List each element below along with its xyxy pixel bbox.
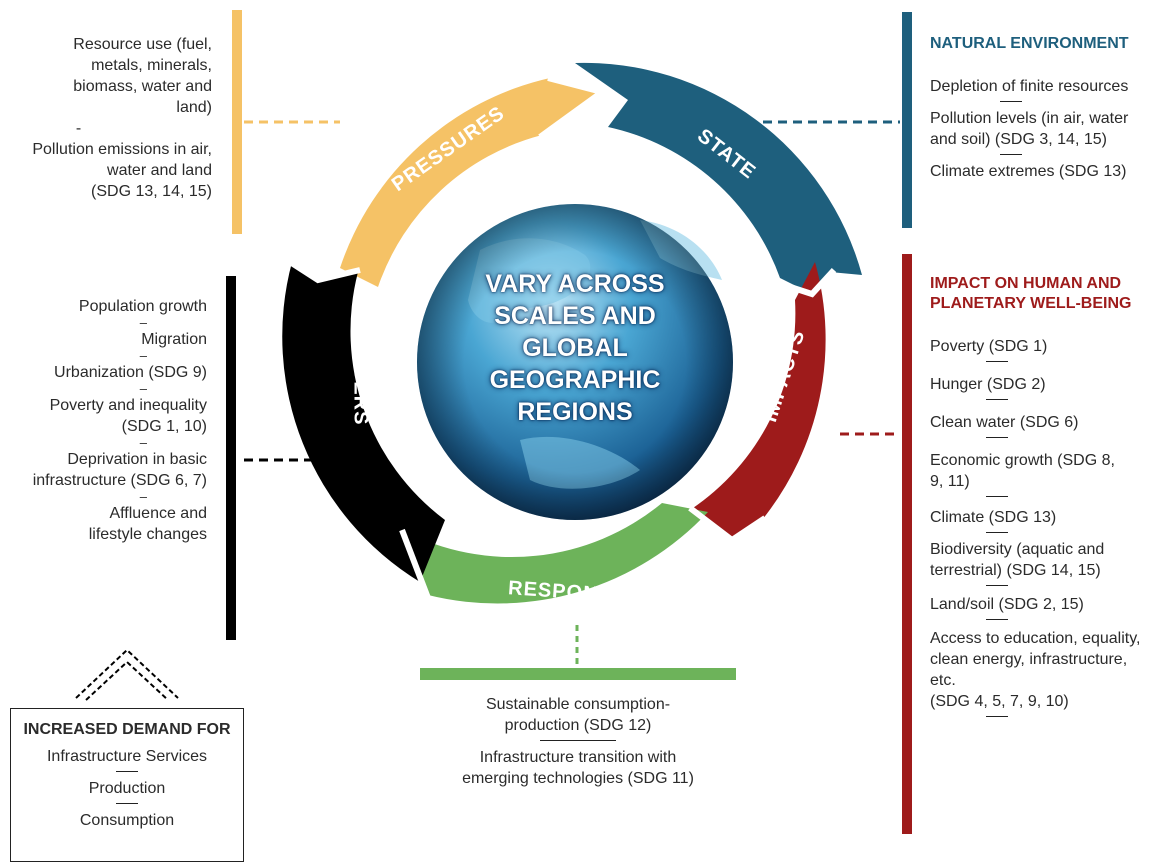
chevron-up-icon <box>75 648 179 701</box>
response-list: Sustainable consumption- production (SDG… <box>420 694 736 789</box>
impact-item: Hunger (SDG 2) <box>930 376 1046 393</box>
demand-title: INCREASED DEMAND FOR <box>23 721 231 738</box>
impact-item: Economic growth (SDG 8, <box>930 452 1115 469</box>
impact-item: Climate (SDG 13) <box>930 509 1057 526</box>
state-arrow <box>575 62 862 295</box>
separator: – <box>139 489 147 504</box>
pressures-item: Resource use (fuel, <box>73 36 212 53</box>
drivers-item: Migration <box>141 331 207 348</box>
drivers-list: Population growth – Migration – Urbaniza… <box>0 296 207 545</box>
impacts-arrow <box>690 262 826 540</box>
state-bar <box>902 12 912 228</box>
separator <box>540 740 616 741</box>
demand-item: Infrastructure Services <box>46 748 208 765</box>
separator <box>986 716 1008 717</box>
impact-item: Land/soil (SDG 2, 15) <box>930 596 1084 613</box>
separator <box>116 771 138 772</box>
demand-item: Consumption <box>79 812 175 829</box>
drivers-item: Population growth <box>78 298 207 315</box>
drivers-label: DRIVERS <box>349 329 372 426</box>
increased-demand-box: INCREASED DEMAND FOR Infrastructure Serv… <box>10 708 244 862</box>
separator <box>1000 154 1022 155</box>
pressures-arrow <box>340 78 600 287</box>
separator <box>116 803 138 804</box>
pressures-item: biomass, water and <box>73 78 212 95</box>
separator <box>986 585 1008 586</box>
drivers-item: (SDG 1, 10) <box>121 418 207 435</box>
impact-item: (SDG 4, 5, 7, 9, 10) <box>930 693 1069 710</box>
pressures-bar <box>232 10 242 234</box>
separator <box>986 399 1008 400</box>
pressures-item: water and land <box>107 162 212 179</box>
separator <box>986 437 1008 438</box>
impact-panel: IMPACT ON HUMAN AND PLANETARY WELL-BEING… <box>930 274 1166 723</box>
separator <box>986 496 1008 497</box>
drivers-item: infrastructure (SDG 6, 7) <box>32 472 207 489</box>
impact-item: terrestrial) (SDG 14, 15) <box>930 562 1101 579</box>
impact-item: Biodiversity (aquatic and <box>930 541 1105 558</box>
drivers-bar <box>226 276 236 640</box>
separator <box>986 361 1008 362</box>
pressures-list: Resource use (fuel, metals, minerals, bi… <box>0 34 212 202</box>
globe-label: VARY ACROSS SCALES AND GLOBAL GEOGRAPHIC… <box>455 268 695 428</box>
impact-item: Poverty (SDG 1) <box>930 338 1048 355</box>
natural-environment-title: NATURAL ENVIRONMENT <box>930 35 1129 52</box>
natural-environment-panel: NATURAL ENVIRONMENT Depletion of finite … <box>930 34 1166 182</box>
drivers-arrow <box>282 262 445 582</box>
separator: – <box>139 435 147 450</box>
globe-label-line: GLOBAL <box>522 334 628 362</box>
globe-label-line: SCALES AND <box>494 302 656 330</box>
drivers-item: lifestyle changes <box>88 526 207 543</box>
globe-label-line: GEOGRAPHIC <box>489 366 661 394</box>
separator: – <box>139 348 147 363</box>
drivers-item: Poverty and inequality <box>49 397 207 414</box>
pressures-item: land) <box>176 99 212 116</box>
separator <box>986 532 1008 533</box>
impact-item: 9, 11) <box>930 473 970 490</box>
impact-item: Access to education, equality, <box>930 630 1141 647</box>
globe-label-line: VARY ACROSS <box>485 270 665 298</box>
state-item: Climate extremes (SDG 13) <box>930 163 1127 180</box>
separator <box>986 619 1008 620</box>
separator <box>1000 101 1022 102</box>
impact-title: PLANETARY WELL-BEING <box>930 295 1132 312</box>
globe-label-line: REGIONS <box>517 398 633 426</box>
state-item: Pollution levels (in air, water <box>930 110 1129 127</box>
impact-item: clean energy, infrastructure, <box>930 651 1128 668</box>
pressures-item: (SDG 13, 14, 15) <box>91 183 212 200</box>
drivers-item: Deprivation in basic <box>67 451 207 468</box>
pressures-item: Pollution emissions in air, <box>32 141 212 158</box>
separator: - <box>75 120 82 137</box>
response-item: production (SDG 12) <box>504 717 652 734</box>
response-bar <box>420 668 736 680</box>
demand-item: Production <box>88 780 166 797</box>
impact-item: etc. <box>930 672 956 689</box>
response-item: Infrastructure transition with <box>479 749 677 766</box>
separator: – <box>139 381 147 396</box>
drivers-item: Affluence and <box>109 505 207 522</box>
state-item: and soil) (SDG 3, 14, 15) <box>930 131 1107 148</box>
impact-item: Clean water (SDG 6) <box>930 414 1079 431</box>
pressures-item: metals, minerals, <box>91 57 212 74</box>
state-item: Depletion of finite resources <box>930 78 1129 95</box>
impacts-bar <box>902 254 912 834</box>
separator: – <box>139 315 147 330</box>
drivers-item: Urbanization (SDG 9) <box>54 364 207 381</box>
response-item: emerging technologies (SDG 11) <box>462 770 694 787</box>
response-item: Sustainable consumption- <box>485 696 671 713</box>
response-arrow <box>402 503 708 604</box>
impact-title: IMPACT ON HUMAN AND <box>930 275 1122 292</box>
